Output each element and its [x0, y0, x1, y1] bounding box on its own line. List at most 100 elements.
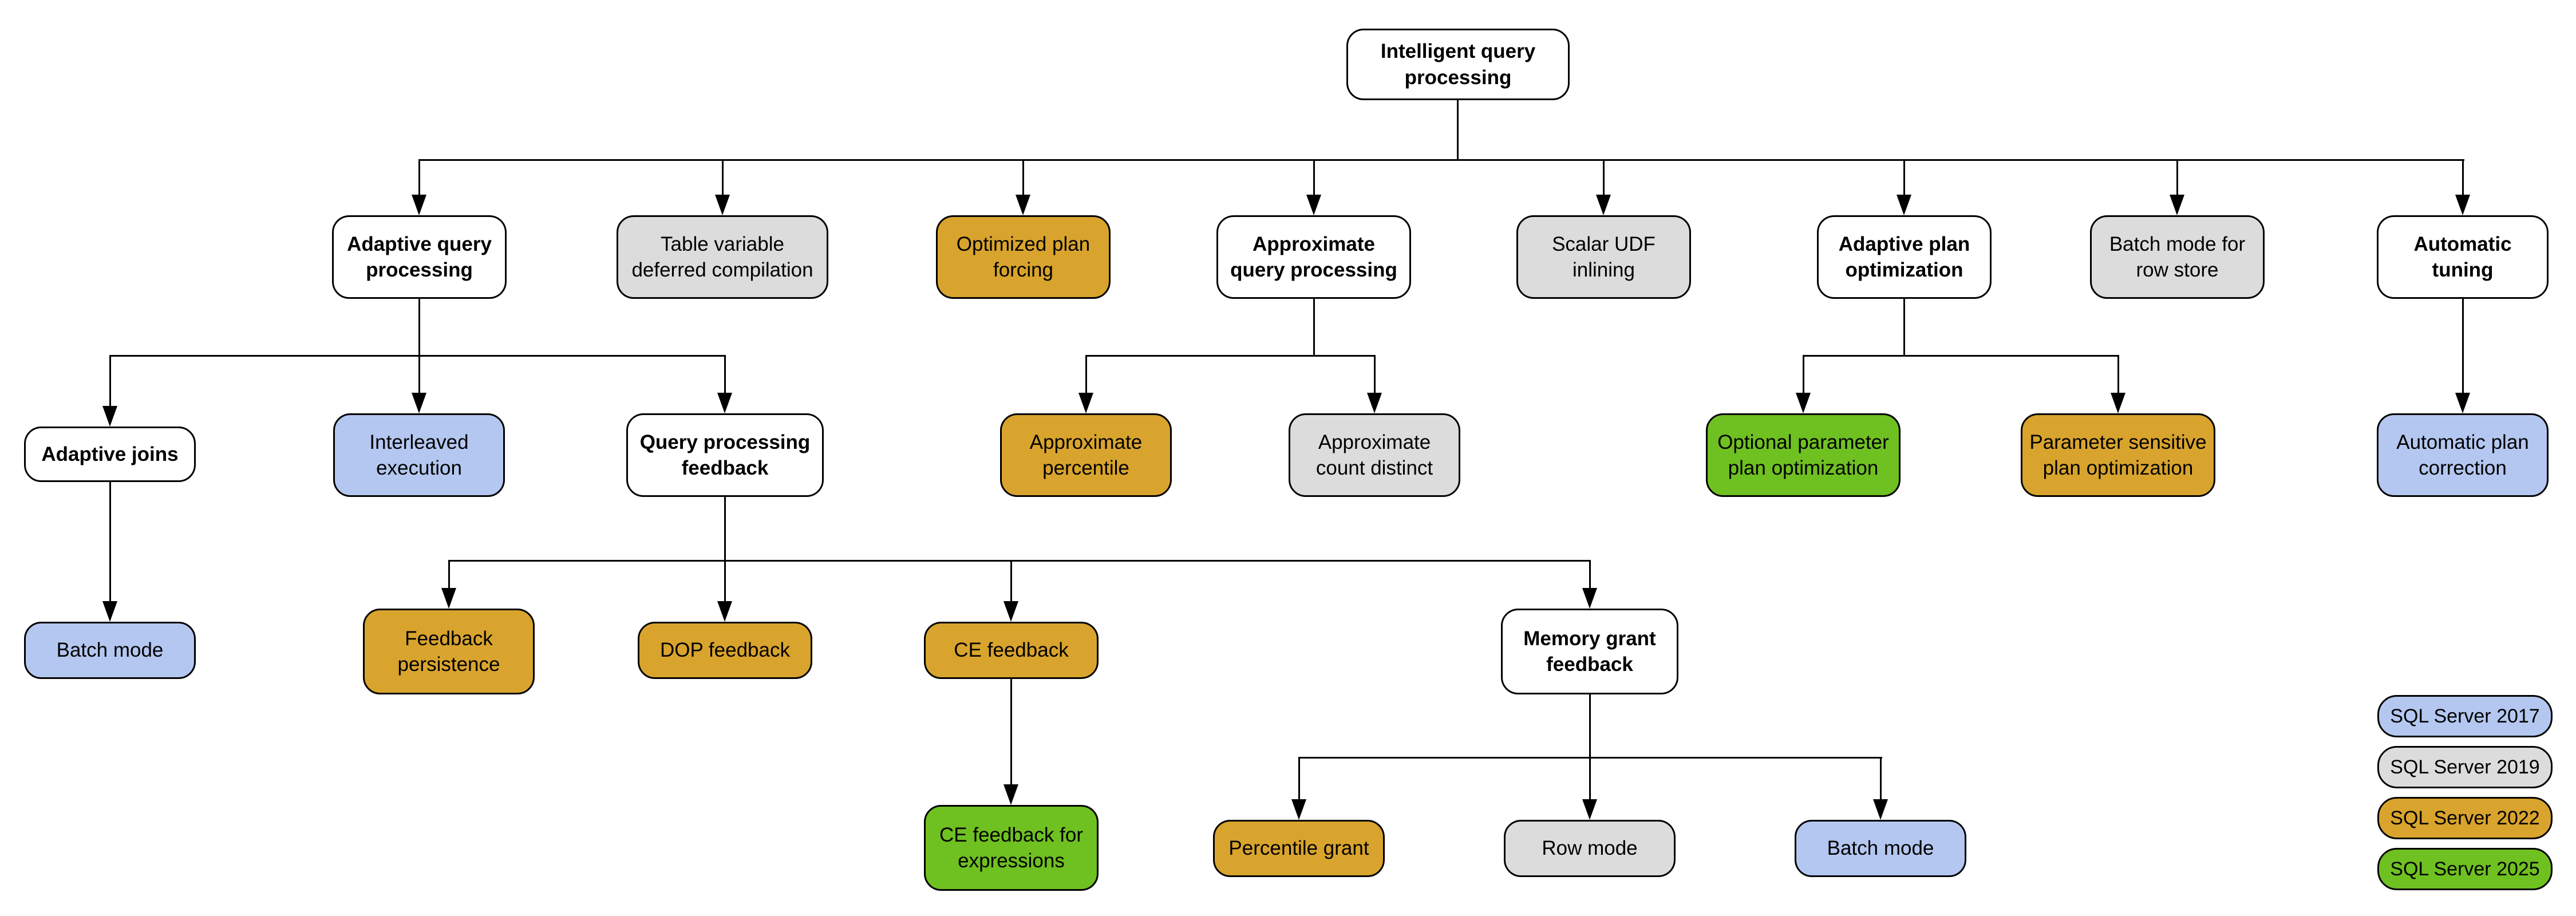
- connector-line: [1803, 355, 1804, 393]
- arrowhead-down: [1016, 195, 1030, 215]
- node-label: Batch mode for row store: [2109, 232, 2246, 282]
- connector-line: [1589, 560, 1591, 588]
- connector-line: [724, 497, 726, 560]
- node-label: Table variable deferred compilation: [631, 232, 813, 282]
- connector-line: [109, 355, 111, 406]
- node-approximate-count-distinct: Approximate count distinct: [1289, 413, 1460, 497]
- node-parameter-sensitive-plan-optimization: Parameter sensitive plan optimization: [2021, 413, 2215, 497]
- connector-line: [109, 482, 111, 601]
- connector-line: [1589, 757, 1591, 799]
- node-scalar-udf-inlining: Scalar UDF inlining: [1516, 215, 1691, 299]
- arrowhead-down: [1596, 195, 1611, 215]
- legend-sql-server-2017: SQL Server 2017: [2377, 695, 2553, 737]
- arrowhead-down: [1003, 601, 1018, 622]
- node-label: Batch mode: [1827, 837, 1934, 860]
- node-label: Scalar UDF inlining: [1552, 232, 1656, 282]
- arrowhead-down: [1306, 195, 1321, 215]
- node-label: CE feedback for expressions: [939, 823, 1083, 872]
- arrowhead-down: [1873, 799, 1888, 820]
- node-label: DOP feedback: [660, 639, 790, 662]
- arrowhead-down: [2170, 195, 2184, 215]
- node-adaptive-plan-optimization: Adaptive plan optimization: [1817, 215, 1992, 299]
- connector-line: [109, 355, 726, 357]
- connector-line: [2462, 299, 2464, 393]
- node-automatic-plan-correction: Automatic plan correction: [2377, 413, 2549, 497]
- connector-line: [1903, 299, 1905, 355]
- node-optimized-plan-forcing: Optimized plan forcing: [936, 215, 1111, 299]
- node-label: Intelligent query processing: [1380, 40, 1536, 89]
- connector-line: [1313, 159, 1315, 197]
- arrowhead-down: [102, 406, 117, 427]
- connector-line: [1603, 159, 1605, 197]
- connector-line: [1298, 757, 1300, 799]
- legend-label: SQL Server 2017: [2390, 705, 2540, 727]
- node-adaptive-query-processing: Adaptive query processing: [332, 215, 507, 299]
- node-percentile-grant: Percentile grant: [1213, 820, 1385, 877]
- connector-line: [1085, 355, 1087, 393]
- node-automatic-tuning: Automatic tuning: [2377, 215, 2549, 299]
- arrowhead-down: [1582, 588, 1597, 609]
- connector-line: [1803, 355, 2119, 357]
- connector-line: [418, 159, 420, 197]
- node-label: Automatic plan correction: [2396, 431, 2529, 480]
- arrowhead-down: [1367, 393, 1382, 413]
- node-label: Approximate query processing: [1230, 232, 1397, 282]
- node-label: Memory grant feedback: [1523, 627, 1656, 676]
- arrowhead-down: [715, 195, 730, 215]
- connector-line: [1374, 355, 1376, 393]
- connector-line: [2176, 159, 2178, 197]
- connector-line: [1903, 159, 1905, 197]
- connector-line: [724, 355, 726, 393]
- legend-sql-server-2025: SQL Server 2025: [2377, 848, 2553, 890]
- connector-line: [1457, 100, 1459, 159]
- connector-line: [1880, 757, 1882, 799]
- connector-line: [1085, 355, 1376, 357]
- arrowhead-down: [717, 601, 732, 622]
- arrowhead-down: [441, 588, 456, 609]
- connector-line: [2117, 355, 2119, 393]
- connector-line: [448, 560, 450, 588]
- arrowhead-down: [1003, 784, 1018, 805]
- connector-line: [448, 560, 1591, 562]
- connector-line: [418, 159, 2464, 161]
- arrowhead-down: [2455, 393, 2470, 413]
- node-approximate-query-processing: Approximate query processing: [1216, 215, 1411, 299]
- node-label: Approximate count distinct: [1315, 431, 1433, 480]
- arrowhead-down: [1796, 393, 1811, 413]
- legend-sql-server-2019: SQL Server 2019: [2377, 746, 2553, 788]
- connector-line: [1010, 560, 1012, 601]
- node-label: Feedback persistence: [397, 627, 500, 676]
- node-batch-mode-for-row-store: Batch mode for row store: [2090, 215, 2265, 299]
- node-label: Parameter sensitive plan optimization: [2029, 431, 2207, 480]
- node-batch-mode-memory-grant: Batch mode: [1795, 820, 1966, 877]
- connector-line: [1313, 299, 1315, 355]
- node-adaptive-joins: Adaptive joins: [24, 427, 196, 482]
- connector-line: [1010, 679, 1012, 784]
- connector-line: [722, 159, 724, 197]
- arrowhead-down: [102, 601, 117, 622]
- node-interleaved-execution: Interleaved execution: [333, 413, 505, 497]
- connector-line: [1589, 694, 1591, 757]
- connector-line: [1022, 159, 1024, 197]
- connector-line: [724, 560, 726, 601]
- node-label: Adaptive joins: [41, 443, 179, 465]
- node-ce-feedback: CE feedback: [924, 622, 1099, 679]
- node-label: Percentile grant: [1228, 837, 1369, 860]
- arrowhead-down: [1078, 393, 1093, 413]
- arrowhead-down: [1897, 195, 1911, 215]
- arrowhead-down: [412, 195, 426, 215]
- arrowhead-down: [1582, 799, 1597, 820]
- node-memory-grant-feedback: Memory grant feedback: [1501, 609, 1678, 694]
- connector-line: [418, 355, 420, 393]
- node-label: Interleaved execution: [369, 431, 469, 480]
- legend-sql-server-2022: SQL Server 2022: [2377, 797, 2553, 839]
- arrowhead-down: [2455, 195, 2470, 215]
- node-approximate-percentile: Approximate percentile: [1000, 413, 1172, 497]
- node-ce-feedback-for-expressions: CE feedback for expressions: [924, 805, 1099, 891]
- node-optional-parameter-plan-optimization: Optional parameter plan optimization: [1706, 413, 1901, 497]
- node-row-mode: Row mode: [1504, 820, 1676, 877]
- node-table-variable-deferred-compilation: Table variable deferred compilation: [617, 215, 828, 299]
- connector-line: [418, 299, 420, 355]
- node-intelligent-query-processing: Intelligent query processing: [1346, 29, 1570, 100]
- node-query-processing-feedback: Query processing feedback: [626, 413, 824, 497]
